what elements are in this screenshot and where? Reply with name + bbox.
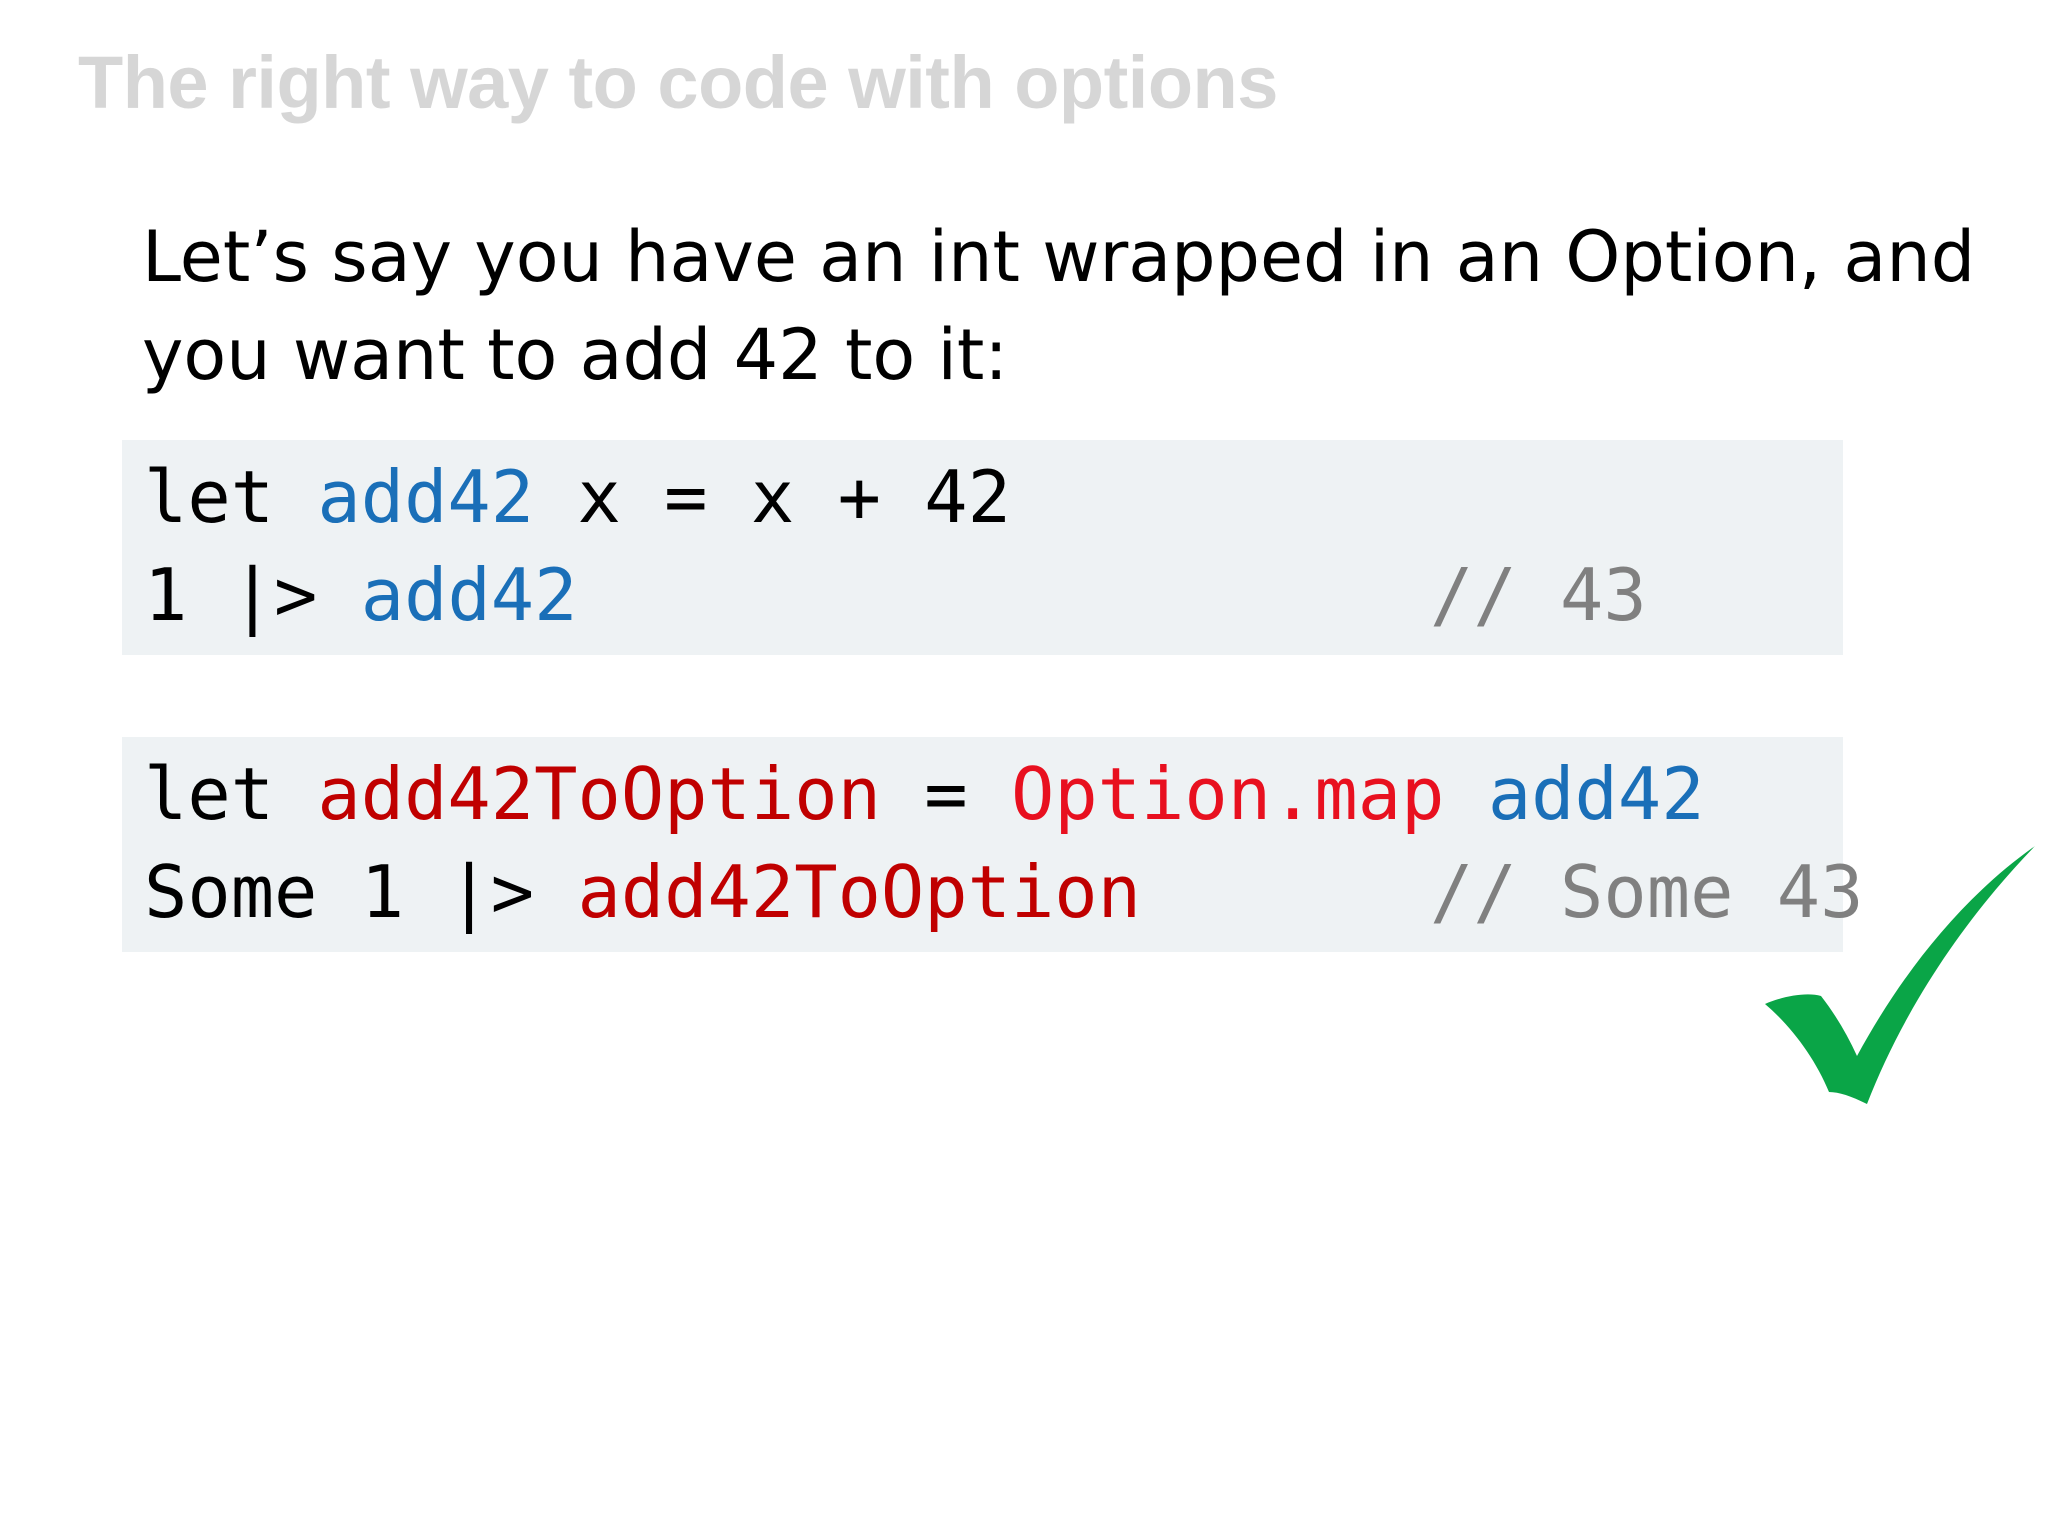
identifier-add42-to-option: add42ToOption: [317, 752, 881, 836]
code-equals: =: [880, 752, 1011, 836]
keyword-let: let: [144, 455, 318, 539]
identifier-add42-to-option-call: add42ToOption: [577, 850, 1142, 934]
code-space: [1444, 752, 1487, 836]
code-line-let-add42: let add42 x = x + 42: [144, 448, 1843, 546]
checkmark-shape: [1765, 846, 2035, 1104]
green-checkmark-icon: [1765, 846, 2035, 1104]
intro-line-2: you want to add 42 to it:: [142, 314, 1008, 396]
code-expression: x = x + 42: [534, 455, 1011, 539]
pipe-input: Some 1 |>: [144, 850, 578, 934]
slide-title: The right way to code with options: [78, 41, 1278, 124]
code-line-let-add42-to-option: let add42ToOption = Option.map add42: [144, 745, 1843, 843]
identifier-add42-arg: add42: [1487, 752, 1705, 836]
code-comment-result: // Some 43: [1430, 850, 1864, 934]
identifier-add42-call: add42: [360, 553, 578, 637]
keyword-let: let: [144, 752, 318, 836]
intro-text: Let’s say you have an int wrapped in an …: [142, 208, 1976, 404]
code-block-add42: let add42 x = x + 42 1 |> add42 // 43: [122, 440, 1843, 655]
code-line-pipe-add42: 1 |> add42 // 43: [144, 546, 1843, 644]
code-block-add42-to-option: let add42ToOption = Option.map add42 Som…: [122, 737, 1863, 952]
identifier-add42: add42: [317, 455, 535, 539]
code-line-pipe-add42-to-option: Some 1 |> add42ToOption // Some 43: [144, 843, 1863, 941]
pipe-input: 1 |>: [144, 553, 361, 637]
identifier-option-map: Option.map: [1010, 752, 1445, 836]
intro-line-1: Let’s say you have an int wrapped in an …: [142, 216, 1976, 298]
code-comment-result: // 43: [1430, 553, 1647, 637]
